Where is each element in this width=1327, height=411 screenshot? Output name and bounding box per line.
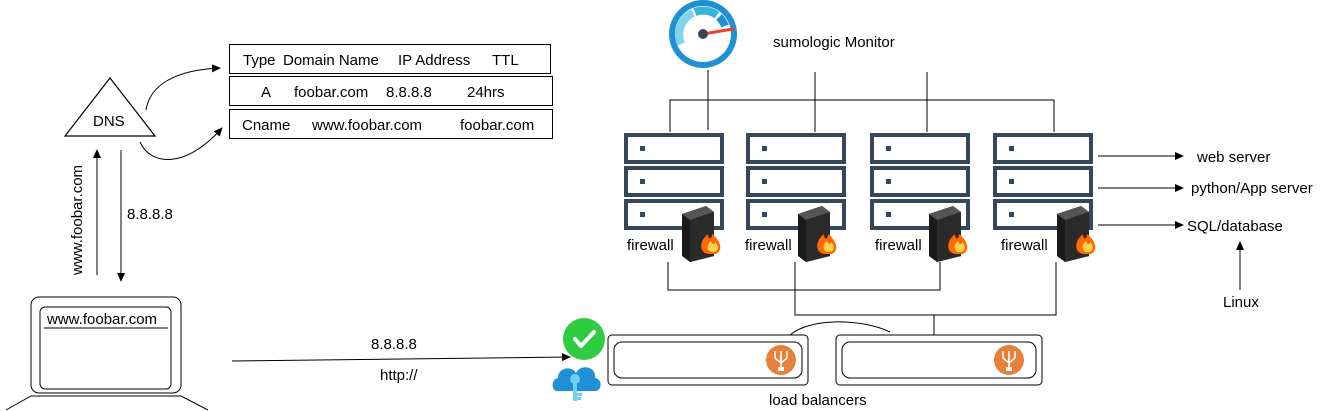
- monitor-bus: [669, 99, 1055, 132]
- server-led: [1009, 212, 1014, 217]
- server-led: [1009, 146, 1014, 151]
- header-type: Type: [243, 52, 276, 69]
- role-app-server: python/App server: [1191, 180, 1313, 197]
- load-balancer-2-inner: [841, 341, 1037, 379]
- server-unit: [624, 133, 724, 164]
- os-label: Linux: [1223, 294, 1259, 311]
- monitor-label: sumologic Monitor: [773, 34, 895, 51]
- server-stack: [870, 133, 970, 230]
- header-domain-name: Domain Name: [283, 52, 379, 69]
- address-bar[interactable]: www.foobar.com: [47, 311, 158, 328]
- role-database: SQL/database: [1187, 218, 1283, 235]
- server-bus-b: [794, 262, 1057, 316]
- firewall-icon: [929, 206, 968, 262]
- dns-table-header: Type Domain Name IP Address TTL: [229, 44, 551, 74]
- firewall-label: firewall: [875, 237, 922, 254]
- firewall-label: firewall: [1001, 237, 1048, 254]
- cell-ip: 8.8.8.8: [386, 84, 432, 101]
- gauge-icon: [669, 0, 737, 68]
- role-web-server: web server: [1197, 149, 1271, 166]
- dns-table-row-a: A foobar.com 8.8.8.8 24hrs: [229, 76, 553, 106]
- firewall-icon: [682, 206, 721, 262]
- query-label: www.foobar.com: [69, 164, 86, 275]
- load-balancer-icon: [766, 345, 796, 375]
- firewall-label: firewall: [745, 237, 792, 254]
- cloud-key-icon: [552, 367, 601, 401]
- server-led: [762, 212, 767, 217]
- dns-triangle: [63, 77, 157, 137]
- answer-label: 8.8.8.8: [127, 206, 173, 223]
- load-balancer-1-inner: [613, 341, 803, 379]
- server-led: [640, 179, 645, 184]
- server-led: [1009, 179, 1014, 184]
- server-led: [640, 212, 645, 217]
- server-led: [886, 179, 891, 184]
- request-ip-label: 8.8.8.8: [371, 336, 417, 353]
- server-led: [640, 146, 645, 151]
- firewall-icon: [1057, 206, 1096, 262]
- server-led: [886, 212, 891, 217]
- server-unit: [993, 133, 1093, 164]
- cell-domain: foobar.com: [294, 84, 369, 101]
- cell-type: A: [261, 84, 272, 101]
- dns-arrow-to-header: [145, 64, 221, 111]
- lb-arc: [789, 321, 891, 336]
- firewall-icon: [798, 206, 837, 262]
- server-led: [762, 146, 767, 151]
- dns-arrow-to-cname: [139, 127, 223, 160]
- server-bus-a: [667, 262, 941, 291]
- cell-type: Cname: [242, 117, 291, 134]
- check-icon: [563, 318, 605, 360]
- dns-label: DNS: [93, 113, 125, 130]
- header-ttl: TTL: [492, 52, 519, 69]
- firewall-label: firewall: [627, 237, 674, 254]
- server-led: [886, 146, 891, 151]
- request-arrow: [231, 353, 571, 362]
- server-led: [762, 179, 767, 184]
- load-balancer-icon: [994, 345, 1024, 375]
- header-ip-address: IP Address: [398, 52, 471, 69]
- server-unit: [624, 166, 724, 197]
- load-balancers-label: load balancers: [769, 392, 867, 409]
- cell-target: foobar.com: [460, 117, 535, 134]
- cell-domain: www.foobar.com: [312, 117, 423, 134]
- cell-ttl: 24hrs: [467, 84, 505, 101]
- keyboard-base: [5, 395, 209, 411]
- server-stack: [993, 133, 1093, 230]
- dns-table-row-cname: Cname www.foobar.com foobar.com: [229, 109, 553, 139]
- request-protocol-label: http://: [380, 367, 418, 384]
